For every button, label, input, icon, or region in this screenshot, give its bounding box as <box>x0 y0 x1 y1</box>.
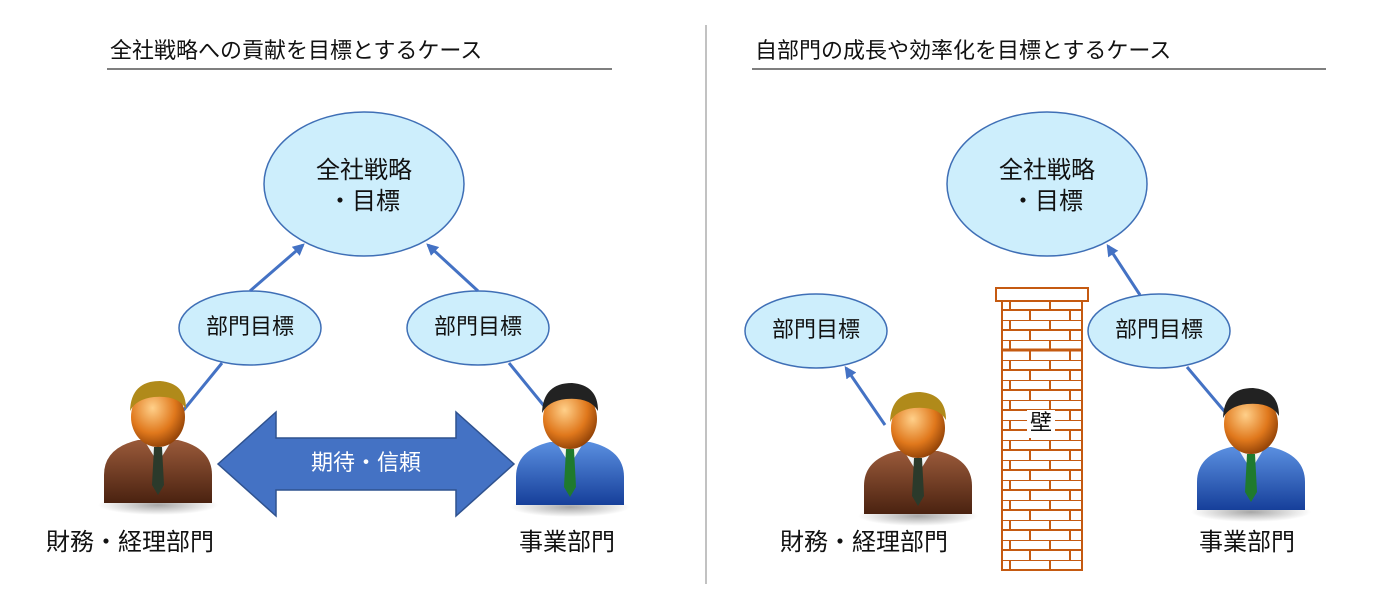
mutual-double-arrow <box>216 410 516 518</box>
left-business-to-goal-arrow <box>426 243 480 293</box>
brick-wall-cap <box>995 287 1089 302</box>
right-central-goal-line2: ・目標 <box>1011 187 1083 215</box>
right-central-goal-oval <box>946 111 1148 257</box>
right-business-goal-label: 部門目標 <box>1114 318 1203 343</box>
right-business-person-icon <box>1191 388 1311 522</box>
left-finance-person-label: 財務・経理部門 <box>46 528 214 556</box>
left-central-goal-line2: ・目標 <box>328 187 400 215</box>
right-finance-goal-oval <box>744 293 888 369</box>
left-business-person-icon <box>510 383 630 517</box>
left-finance-goal-label: 部門目標 <box>205 315 294 340</box>
left-finance-person-icon <box>98 381 218 515</box>
right-panel-title: 自部門の成長や効率化を目標とするケース <box>755 39 1172 64</box>
left-central-goal-line1: 全社戦略 <box>316 156 412 184</box>
right-central-goal-line1: 全社戦略 <box>999 156 1095 184</box>
wall-label: 壁 <box>1027 410 1056 438</box>
mutual-arrow-label: 期待・信頼 <box>310 451 421 476</box>
left-finance-person-link <box>180 362 224 413</box>
left-finance-to-goal-arrow <box>249 243 305 293</box>
left-central-goal-oval <box>263 111 465 257</box>
left-business-goal-label: 部門目標 <box>433 315 522 340</box>
right-business-to-goal-arrow <box>1106 243 1142 296</box>
right-finance-person-arrow <box>844 366 887 426</box>
right-business-person-label: 事業部門 <box>1199 528 1295 556</box>
right-business-goal-oval <box>1087 293 1231 369</box>
right-finance-person-label: 財務・経理部門 <box>780 528 948 556</box>
right-business-person-link <box>1185 366 1227 413</box>
left-business-person-label: 事業部門 <box>519 528 615 556</box>
right-finance-person-icon <box>858 392 978 526</box>
left-panel-title: 全社戦略への貢献を目標とするケース <box>110 39 483 64</box>
left-business-person-link <box>507 362 551 413</box>
right-finance-goal-label: 部門目標 <box>771 318 860 343</box>
